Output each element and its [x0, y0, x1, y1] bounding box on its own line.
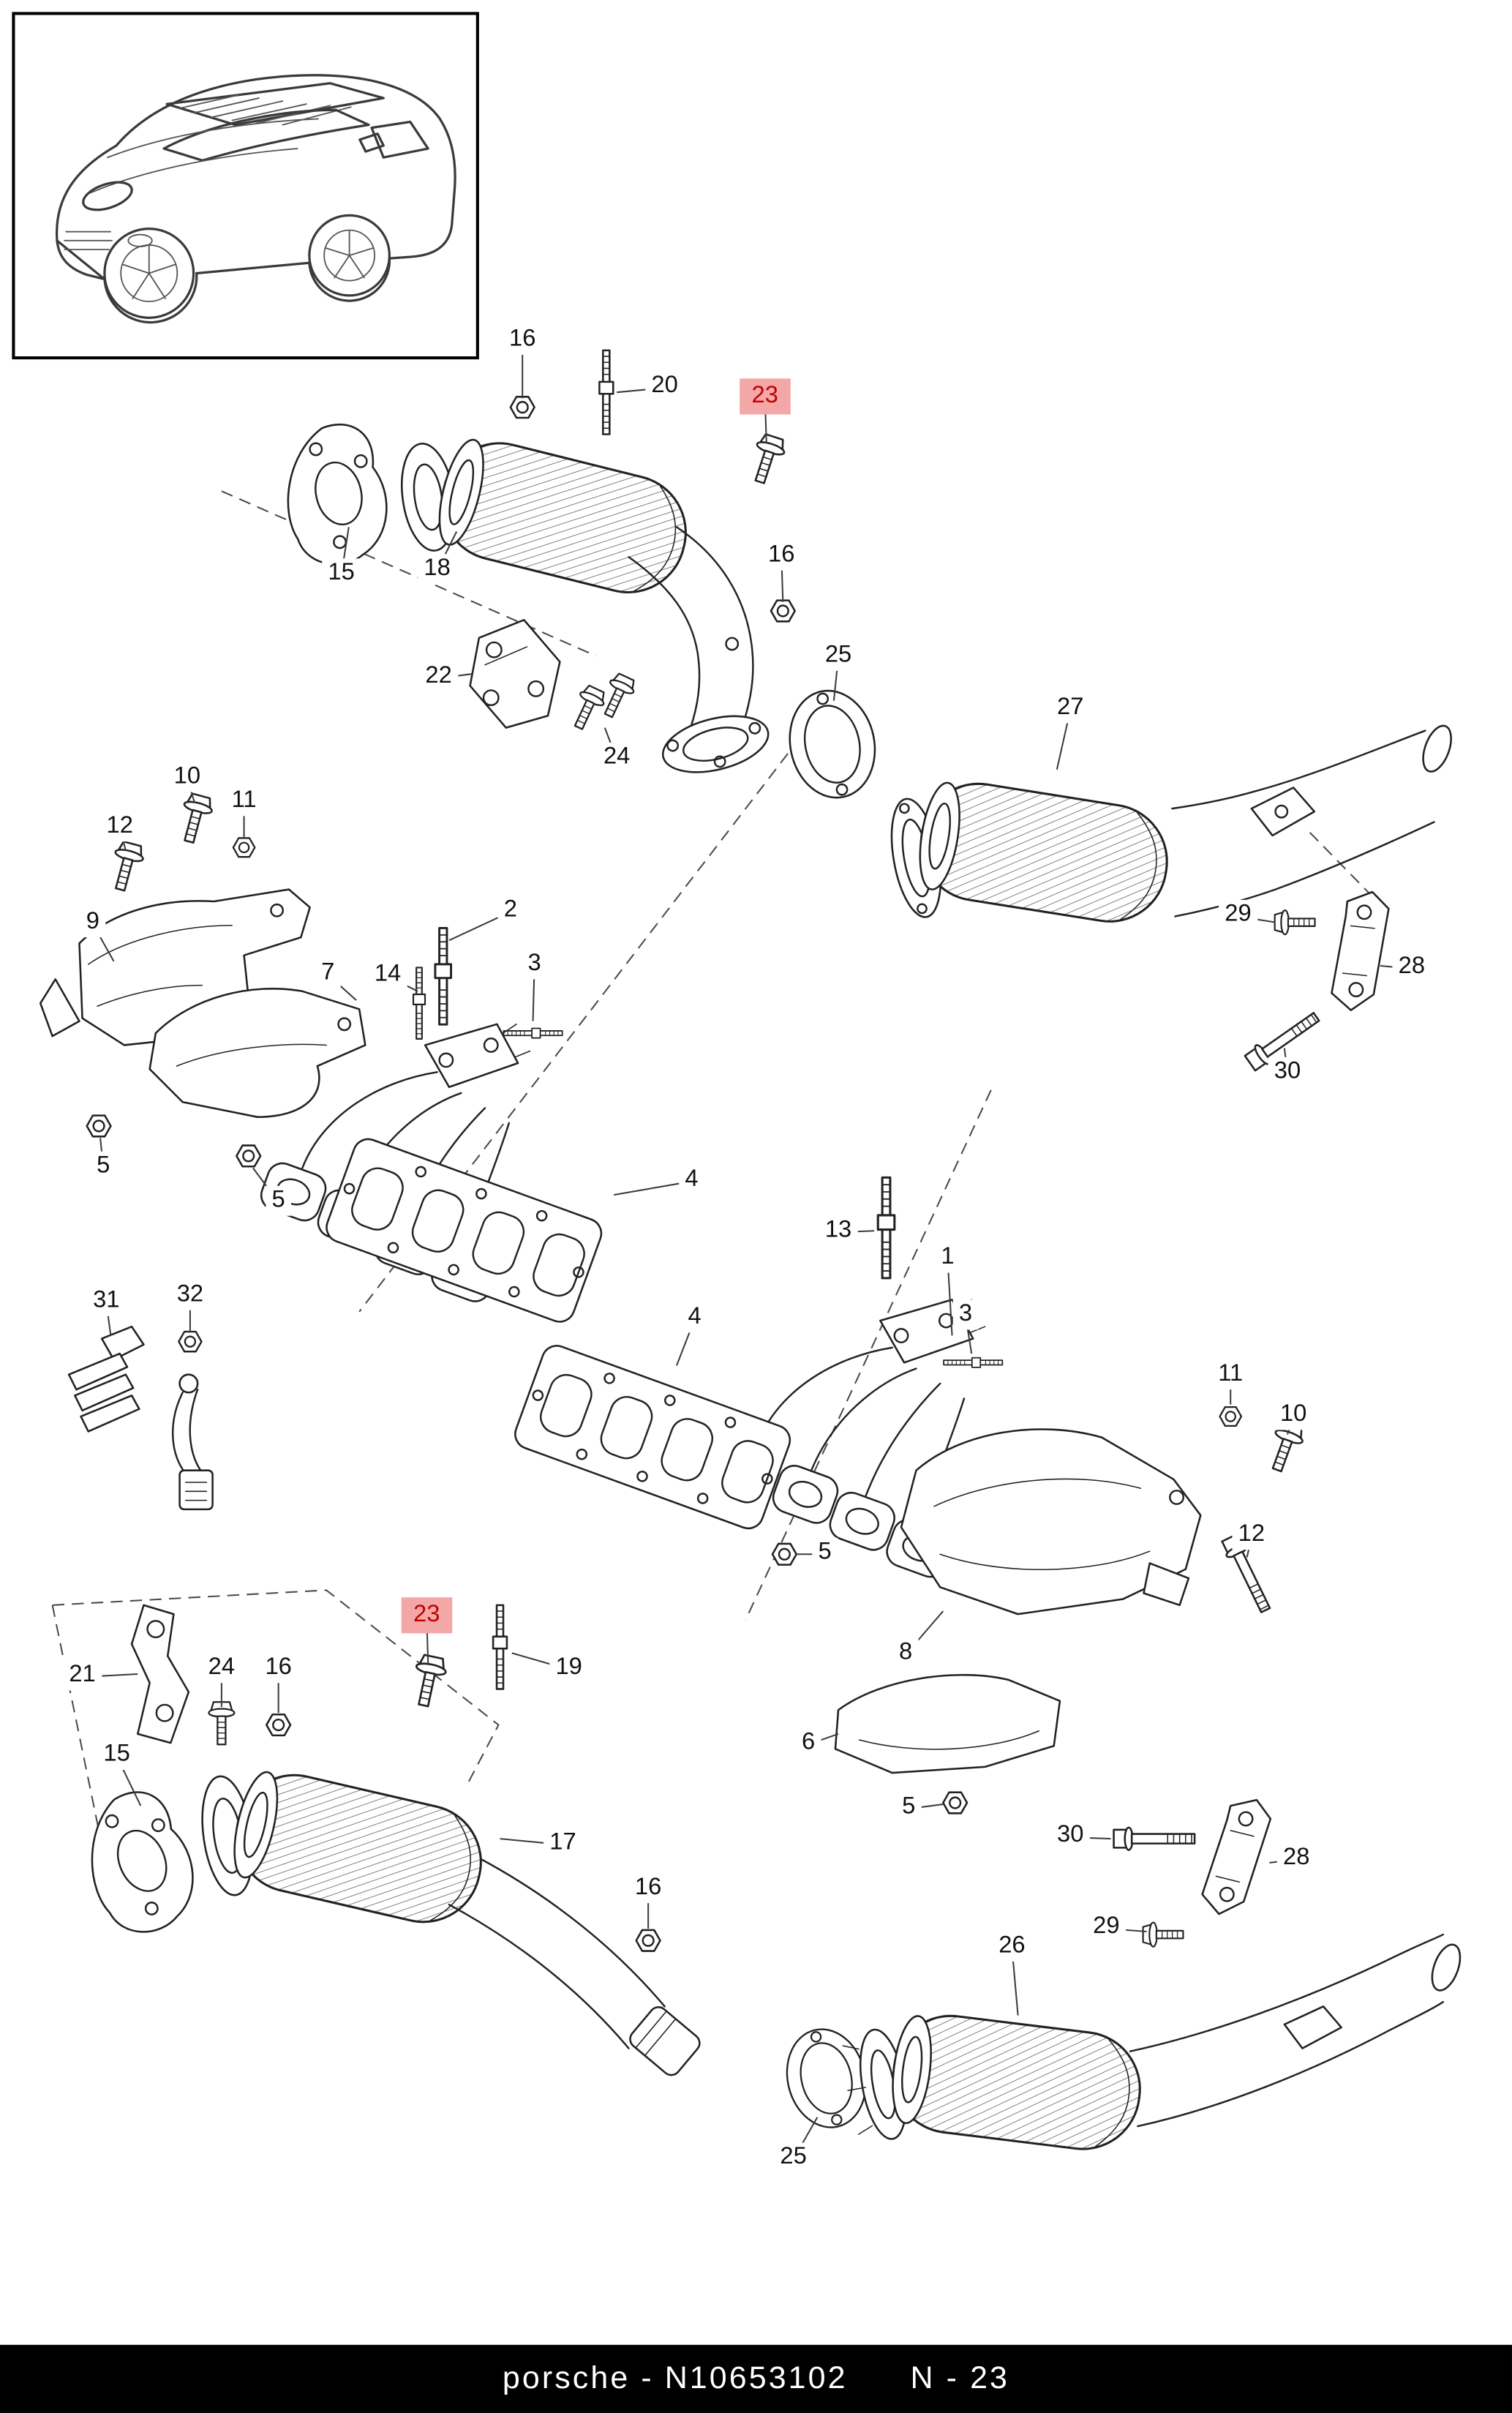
callout-28[interactable]: 28	[1276, 1843, 1316, 1874]
part-downpipe	[628, 526, 770, 773]
callout-6[interactable]: 6	[795, 1727, 821, 1758]
part-retainer-31	[67, 1325, 145, 1433]
part-heat-shield-7	[148, 988, 366, 1118]
callout-16[interactable]: 16	[259, 1653, 298, 1684]
part-bracket-21	[130, 1604, 190, 1744]
callout-3[interactable]: 3	[952, 1299, 979, 1330]
vehicle-thumbnail-illustration	[55, 74, 456, 324]
part-heat-shield-6	[834, 1674, 1061, 1774]
callout-5[interactable]: 5	[895, 1792, 922, 1823]
callout-11[interactable]: 11	[1212, 1359, 1249, 1390]
callout-15[interactable]: 15	[97, 1740, 137, 1770]
callout-4[interactable]: 4	[682, 1302, 707, 1333]
callout-16[interactable]: 16	[503, 325, 542, 356]
callout-28[interactable]: 28	[1392, 952, 1432, 983]
footer-page-ref: N - 23	[910, 2361, 1010, 2396]
callout-31[interactable]: 31	[86, 1286, 126, 1316]
callout-24[interactable]: 24	[597, 743, 636, 773]
callout-21[interactable]: 21	[63, 1660, 102, 1691]
vehicle-thumbnail-box	[12, 12, 479, 360]
callout-18[interactable]: 18	[418, 554, 456, 585]
callout-5[interactable]: 5	[266, 1185, 291, 1216]
callout-32[interactable]: 32	[170, 1280, 210, 1310]
callout-7[interactable]: 7	[315, 958, 341, 988]
callout-9[interactable]: 9	[80, 907, 106, 938]
part-catalytic-converter-27	[890, 724, 1452, 931]
callout-16[interactable]: 16	[628, 1873, 668, 1904]
part-catalytic-converter-17	[201, 1763, 701, 2076]
footer-bar: porsche - N10653102 N - 23	[0, 2344, 1512, 2413]
callout-24[interactable]: 24	[202, 1653, 241, 1684]
callout-23-highlighted[interactable]: 23	[740, 378, 791, 415]
callout-5[interactable]: 5	[812, 1537, 838, 1568]
callout-1[interactable]: 1	[935, 1242, 960, 1273]
callout-17[interactable]: 17	[544, 1828, 582, 1858]
callout-22[interactable]: 22	[419, 661, 459, 692]
callout-13[interactable]: 13	[819, 1215, 858, 1246]
callout-2[interactable]: 2	[497, 895, 524, 926]
callout-8[interactable]: 8	[892, 1637, 919, 1668]
part-heat-shield-8	[900, 1428, 1202, 1615]
part-catalytic-converter-26	[842, 1933, 1462, 2157]
callout-12[interactable]: 12	[100, 811, 140, 842]
callout-30[interactable]: 30	[1268, 1057, 1307, 1087]
callout-4[interactable]: 4	[679, 1165, 704, 1196]
callout-10[interactable]: 10	[1274, 1400, 1313, 1430]
callout-12[interactable]: 12	[1232, 1520, 1271, 1550]
callout-23-highlighted[interactable]: 23	[401, 1597, 452, 1634]
callout-14[interactable]: 14	[368, 959, 407, 990]
part-clamp-32	[172, 1330, 214, 1511]
callout-3[interactable]: 3	[522, 949, 547, 980]
callout-29[interactable]: 29	[1219, 899, 1257, 930]
callout-5[interactable]: 5	[90, 1151, 116, 1182]
callout-11[interactable]: 11	[225, 786, 263, 817]
callout-16[interactable]: 16	[761, 540, 801, 571]
callout-27[interactable]: 27	[1050, 693, 1090, 724]
callout-30[interactable]: 30	[1050, 1820, 1090, 1851]
callout-25[interactable]: 25	[819, 640, 858, 671]
callout-25[interactable]: 25	[774, 2142, 813, 2173]
callout-19[interactable]: 19	[549, 1653, 589, 1684]
part-bracket-22	[469, 618, 561, 729]
callout-20[interactable]: 20	[645, 371, 685, 402]
callout-26[interactable]: 26	[993, 1931, 1031, 1962]
callout-29[interactable]: 29	[1086, 1912, 1126, 1943]
callout-15[interactable]: 15	[322, 558, 361, 589]
footer-part-number: porsche - N10653102	[502, 2361, 848, 2396]
callout-10[interactable]: 10	[168, 762, 207, 792]
